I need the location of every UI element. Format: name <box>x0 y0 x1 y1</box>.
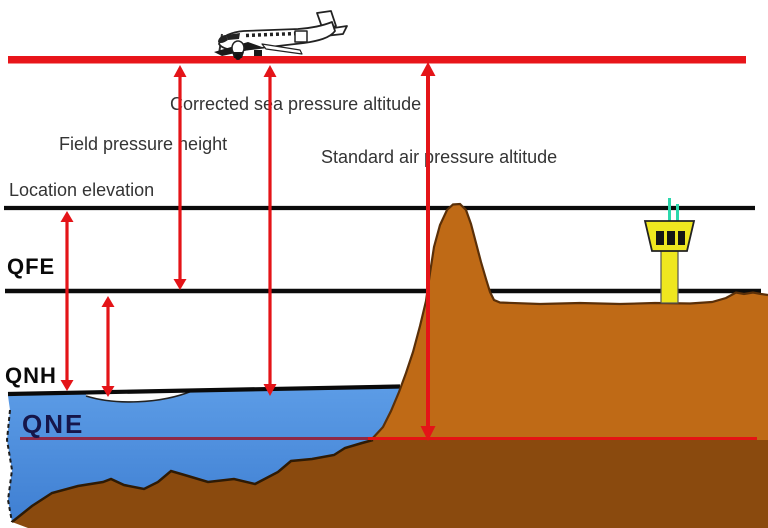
terrain-underground <box>12 440 768 528</box>
tower-window <box>678 231 685 245</box>
label-qnh: QNH <box>5 363 57 388</box>
water-body <box>7 387 400 522</box>
tower-shaft <box>660 250 679 304</box>
label-location-elevation: Location elevation <box>9 180 155 200</box>
shore-dip-edge <box>85 390 193 403</box>
water-left-edge <box>5 409 14 523</box>
terrain-mountain-plateau <box>371 204 768 440</box>
airplane-icon <box>214 10 348 60</box>
label-qfe: QFE <box>7 254 56 279</box>
tower-window <box>667 231 675 245</box>
terrain-outline <box>370 202 768 441</box>
label-standard-air-pressure-altitude: Standard air pressure altitude <box>321 147 558 167</box>
qnh-sea-level-line <box>7 384 401 397</box>
flight-level-line <box>8 56 746 64</box>
label-qne: QNE <box>22 409 85 439</box>
seabed-outline <box>11 438 374 523</box>
tower-window <box>656 231 664 245</box>
control-tower-icon <box>643 198 696 304</box>
label-corrected-sea-pressure-altitude: Corrected sea pressure altitude <box>170 94 422 114</box>
label-field-pressure-height: Field pressure height <box>59 134 228 154</box>
